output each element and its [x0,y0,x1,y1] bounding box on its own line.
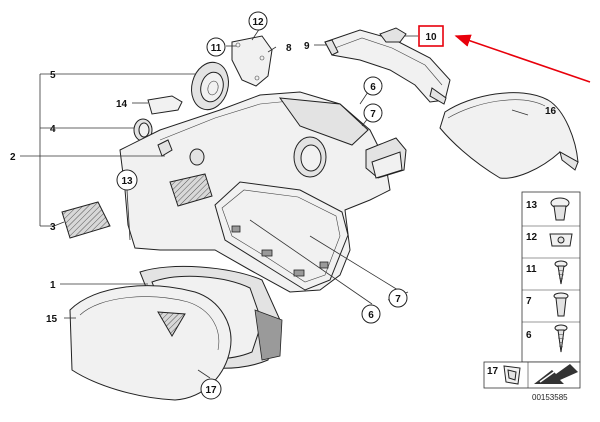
svg-text:6: 6 [368,310,374,321]
legend-item-11: 11 [526,260,568,285]
reference-number: 00153585 [532,393,568,402]
callout-17: 17 [200,378,222,400]
part-4-grommet [133,118,153,142]
clip-bracket-icon [503,365,521,385]
legend-item-6: 6 [526,324,568,353]
callout-2: 2 [10,152,16,163]
part-12-cover-plate [231,35,273,87]
part-15-cover [69,285,232,401]
callout-7-lower: 7 [388,288,408,308]
callout-8: 8 [286,43,292,54]
svg-text:17: 17 [205,385,217,396]
callout-16: 16 [545,106,557,117]
fastener-legend: 13 12 11 7 [483,191,581,402]
svg-text:7: 7 [370,109,376,120]
callout-14: 14 [116,99,128,110]
legend-item-12: 12 [526,232,573,247]
clip-icon [550,197,570,221]
callout-9: 9 [304,41,310,52]
legend-item-7: 7 [526,292,569,317]
callout-6-lower: 6 [361,304,381,324]
callout-4: 4 [50,124,56,135]
svg-text:6: 6 [370,82,376,93]
part-10-clip [379,27,407,43]
part-5-speaker-ring [191,61,229,111]
svg-text:17: 17 [487,366,499,377]
highlight-arrow [454,34,591,83]
legend-item-17: 17 [487,365,521,385]
part-bracket-right [365,137,407,179]
arrow-symbol-icon [534,364,578,384]
callout-15: 15 [46,314,58,325]
svg-text:7: 7 [526,296,532,307]
callout-3: 3 [50,222,56,233]
legend-item-13: 13 [526,197,570,221]
svg-text:13: 13 [526,200,538,211]
callouts: 5 4 2 3 14 1 15 8 9 16 11 12 6 7 13 [10,11,557,400]
callout-12: 12 [248,11,268,31]
svg-text:13: 13 [121,176,133,187]
expanding-rivet-icon [553,292,569,317]
svg-text:7: 7 [395,294,401,305]
callout-1: 1 [50,280,56,291]
svg-text:12: 12 [526,232,538,243]
callout-7-upper: 7 [363,103,383,123]
callout-10-highlight: 10 [418,25,444,47]
svg-text:11: 11 [211,43,222,54]
svg-text:6: 6 [526,330,532,341]
svg-text:12: 12 [252,17,264,28]
tapping-screw-icon [554,324,568,353]
part-3-grille [61,201,111,239]
callout-6-upper: 6 [363,76,383,96]
svg-text:10: 10 [425,32,437,43]
callout-13: 13 [116,169,138,191]
callout-5: 5 [50,70,56,81]
screw-icon [554,260,568,285]
part-16-cover [439,92,579,179]
callout-11: 11 [206,37,226,57]
nut-clip-icon [549,233,573,247]
part-2-side-panel [119,91,391,293]
part-14-cap [147,95,183,115]
svg-text:11: 11 [526,264,537,275]
